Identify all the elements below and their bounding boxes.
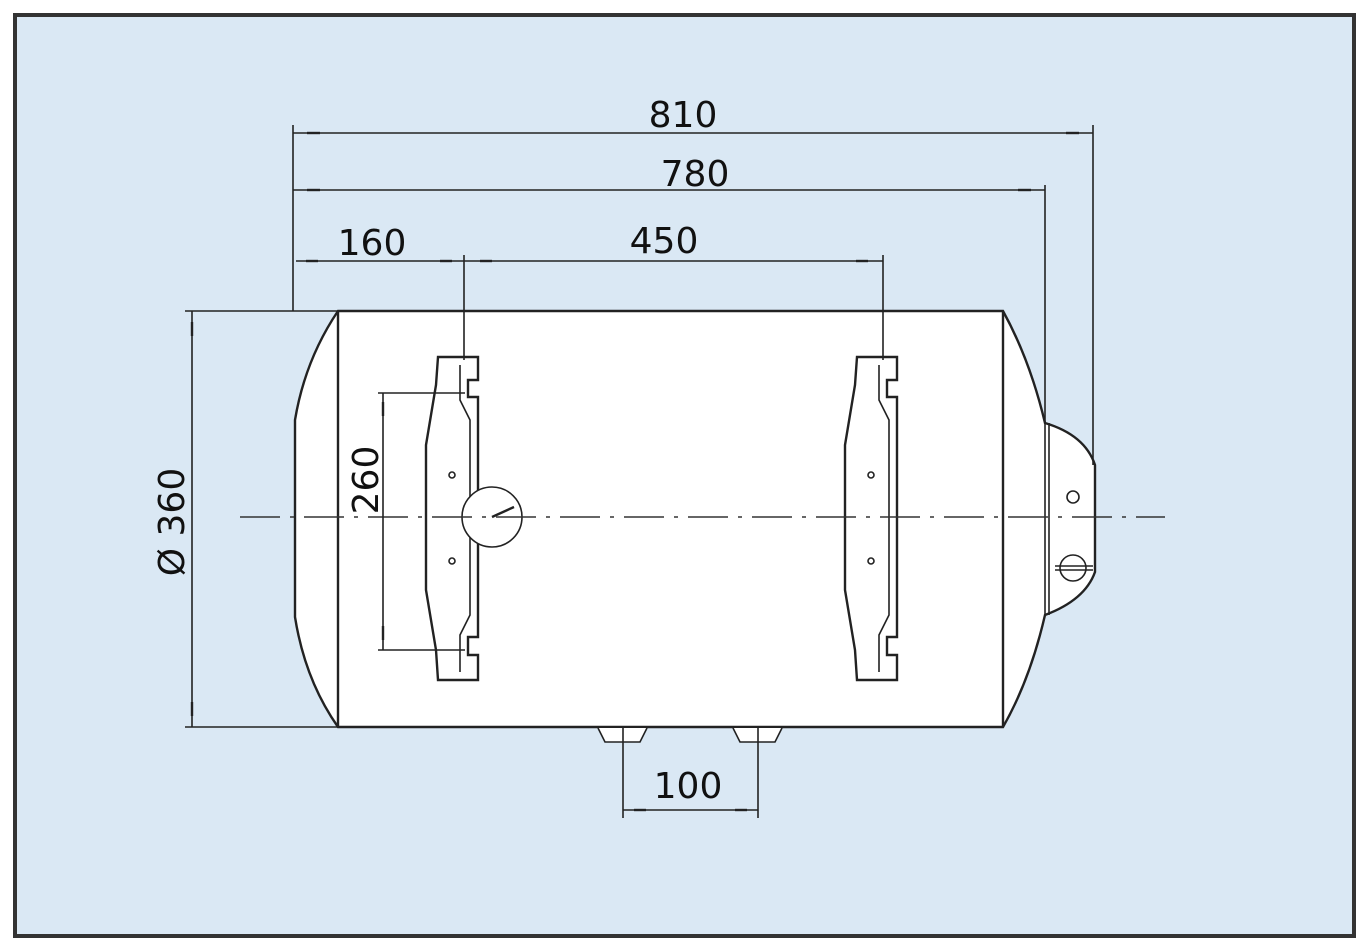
knob-icon: [1059, 554, 1087, 582]
dim-100-label: 100: [654, 766, 723, 807]
dim-260-label: 260: [346, 446, 387, 515]
tank-body: [293, 309, 1097, 729]
dim-450-label: 450: [630, 221, 699, 262]
hole-icon: [1066, 490, 1080, 504]
dimension-lines: [190, 131, 1093, 812]
dim-810-label: 810: [649, 95, 718, 136]
dim-diameter-label: Ø 360: [152, 468, 193, 577]
extension-lines: [185, 125, 1094, 818]
dim-780-label: 780: [661, 154, 730, 195]
dim-160-label: 160: [338, 223, 407, 264]
